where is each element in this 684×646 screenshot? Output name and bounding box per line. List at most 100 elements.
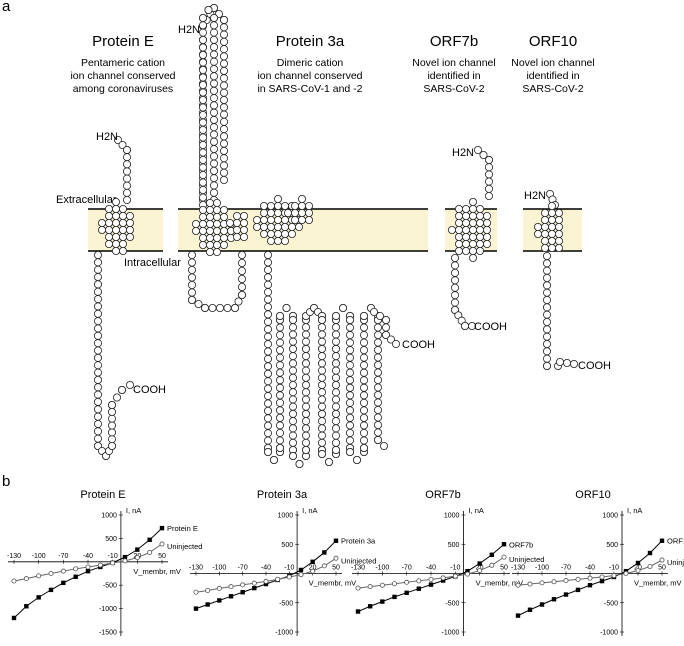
residue-circle	[219, 132, 228, 141]
residue-circle	[345, 413, 354, 422]
residue-circle	[317, 337, 326, 346]
data-point	[501, 542, 507, 547]
residue-circle	[123, 174, 132, 183]
residue-circle	[338, 303, 347, 312]
residue-circle	[541, 243, 550, 252]
residue-circle	[454, 232, 463, 241]
data-point	[85, 564, 91, 570]
residue-circle	[126, 211, 135, 220]
residue-circle	[94, 368, 103, 377]
residue-circle	[209, 86, 218, 95]
residue-circle	[212, 212, 221, 221]
orf7b-desc-line: identified in	[427, 70, 480, 82]
residue-circle	[541, 236, 550, 245]
chart-title: Protein E	[80, 489, 125, 501]
residue-circle	[266, 229, 275, 238]
data-point	[11, 615, 17, 621]
data-point	[73, 566, 79, 572]
residue-circle	[123, 181, 132, 190]
x-tick-label: -70	[561, 565, 571, 572]
residue-circle	[209, 57, 218, 66]
residue-circle	[263, 288, 272, 297]
data-point	[48, 571, 54, 577]
residue-circle	[345, 315, 354, 324]
residue-circle	[126, 225, 135, 234]
residue-circle	[275, 323, 284, 332]
residue-circle	[543, 281, 552, 290]
residue-circle	[301, 395, 310, 404]
residue-circle	[468, 204, 477, 213]
residue-circle	[288, 380, 297, 389]
residue-circle	[548, 201, 557, 210]
residue-circle	[324, 457, 333, 466]
residue-circle	[263, 369, 272, 378]
residue-chains	[94, 4, 579, 468]
residue-circle	[301, 352, 310, 361]
residue-circle	[198, 88, 207, 97]
residue-circle	[112, 225, 121, 234]
residue-circle	[287, 222, 296, 231]
residue-circle	[475, 225, 484, 234]
residue-circle	[263, 362, 272, 371]
residue-circle	[373, 345, 382, 354]
residue-circle	[212, 198, 221, 207]
residue-circle	[94, 295, 103, 304]
residue-circle	[555, 236, 564, 245]
residue-circle	[123, 153, 132, 162]
residue-circle	[301, 366, 310, 375]
residue-circle	[373, 398, 382, 407]
residue-circle	[219, 23, 228, 32]
data-point	[464, 571, 470, 577]
residue-circle	[331, 352, 340, 361]
residue-circle	[280, 229, 289, 238]
residue-circle	[467, 321, 476, 330]
orf7b-desc-line: SARS-CoV-2	[423, 83, 484, 95]
data-point	[647, 550, 653, 556]
residue-circle	[345, 368, 354, 377]
residue-circle	[548, 243, 557, 252]
residue-circle	[198, 205, 207, 214]
residue-circle	[215, 303, 224, 312]
residue-circle	[468, 239, 477, 248]
residue-circle	[301, 438, 310, 447]
residue-circle	[112, 239, 121, 248]
residue-circle	[263, 325, 272, 334]
residue-circle	[301, 445, 310, 454]
residue-circle	[273, 222, 282, 231]
residue-circle	[450, 276, 459, 285]
protein-e-header: Protein E Pentameric cation ion channel …	[70, 33, 175, 95]
residue-circle	[94, 346, 103, 355]
residue-circle	[543, 259, 552, 268]
data-point	[440, 578, 446, 583]
residue-circle	[288, 438, 297, 447]
residue-circle	[555, 243, 564, 252]
residue-circle	[484, 163, 493, 172]
y-tick-label: -500	[103, 583, 117, 590]
residue-circle	[263, 384, 272, 393]
data-point	[563, 578, 569, 584]
x-tick-label: 20	[309, 565, 317, 572]
residue-circle	[359, 346, 368, 355]
residue-circle	[473, 145, 482, 154]
residue-circle	[219, 52, 228, 61]
residue-circle	[219, 154, 228, 163]
residue-circle	[263, 332, 272, 341]
residue-circle	[198, 178, 207, 187]
residue-circle	[345, 428, 354, 437]
residue-circle	[331, 424, 340, 433]
residue-circle	[288, 409, 297, 418]
residue-circle	[209, 137, 218, 146]
residue-circle	[187, 280, 196, 289]
residue-circle	[290, 201, 299, 210]
residue-circle	[263, 406, 272, 415]
residue-circle	[259, 222, 268, 231]
y-tick-label: -500	[604, 600, 618, 607]
data-point	[477, 561, 482, 566]
residue-circle	[200, 303, 209, 312]
residue-circle	[232, 225, 241, 234]
residue-circle	[209, 28, 218, 37]
residue-circle	[317, 431, 326, 440]
residue-circle	[288, 431, 297, 440]
residue-circle	[454, 246, 463, 255]
residue-circle	[105, 204, 114, 213]
